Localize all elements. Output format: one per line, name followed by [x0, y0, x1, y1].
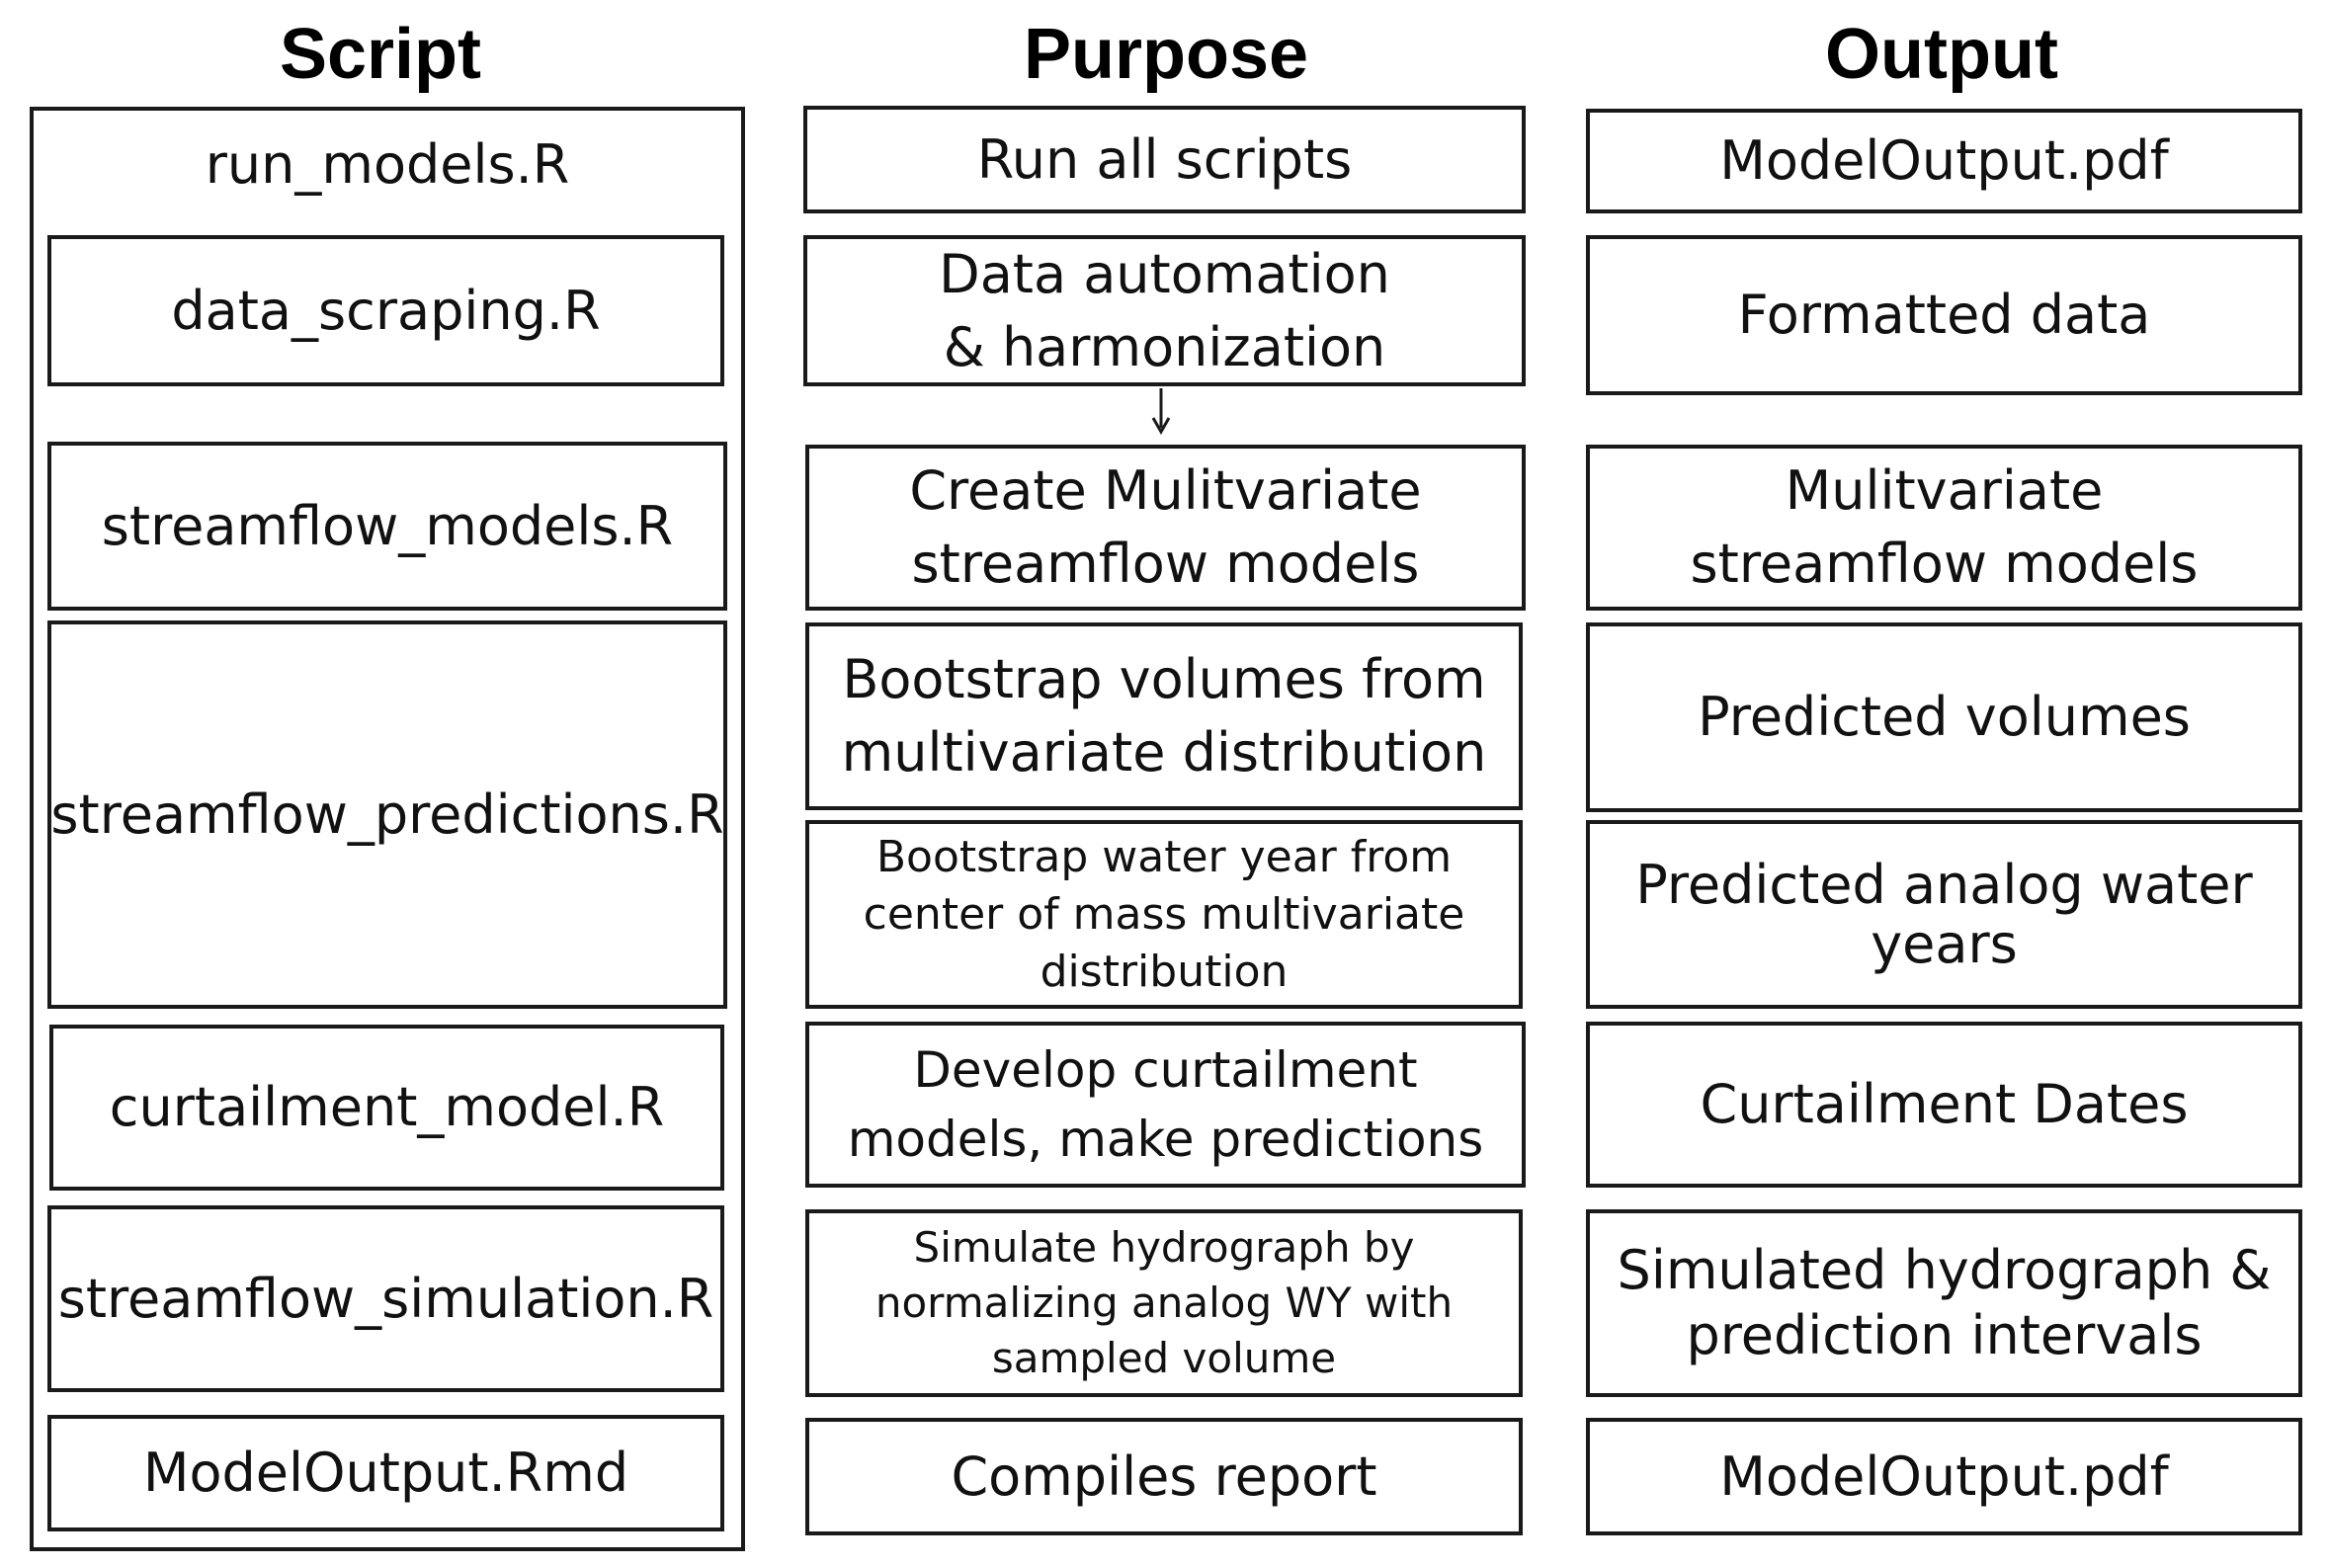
header-purpose: Purpose: [1023, 15, 1309, 94]
purpose-data-automation-label: Data automation & harmonization: [939, 242, 1390, 378]
output-formatted-data-label: Formatted data: [1737, 284, 2151, 346]
header-script: Script: [279, 15, 482, 94]
purpose-create-models: Create Mulitvariate streamflow models: [805, 445, 1526, 611]
script-streamflow-predictions-label: streamflow_predictions.R: [50, 783, 724, 846]
purpose-bootstrap-volumes-label: Bootstrap volumes from multivariate dist…: [841, 648, 1487, 784]
header-output: Output: [1825, 15, 2058, 94]
arrow-down-icon: [1151, 388, 1171, 436]
output-simulated-hydrograph: Simulated hydrograph & prediction interv…: [1586, 1209, 2302, 1397]
purpose-run-all-label: Run all scripts: [976, 127, 1353, 191]
script-data-scraping: data_scraping.R: [47, 235, 724, 386]
output-model-output-pdf-bottom: ModelOutput.pdf: [1586, 1418, 2302, 1535]
output-predicted-volumes: Predicted volumes: [1586, 622, 2302, 812]
script-model-output-rmd-label: ModelOutput.Rmd: [142, 1442, 629, 1504]
output-predicted-analog-years: Predicted analog water years: [1586, 820, 2302, 1009]
output-curtailment-dates-label: Curtailment Dates: [1700, 1073, 2189, 1135]
script-data-scraping-label: data_scraping.R: [171, 279, 601, 342]
purpose-bootstrap-volumes: Bootstrap volumes from multivariate dist…: [805, 622, 1523, 810]
purpose-create-models-label: Create Mulitvariate streamflow models: [909, 459, 1422, 595]
output-model-output-pdf-bottom-label: ModelOutput.pdf: [1719, 1444, 2169, 1508]
purpose-develop-curtailment: Develop curtailment models, make predict…: [805, 1022, 1526, 1188]
purpose-compiles-report: Compiles report: [805, 1418, 1523, 1535]
script-curtailment-model: curtailment_model.R: [49, 1025, 724, 1191]
output-multivariate-models: Mulitvariate streamflow models: [1586, 445, 2302, 611]
output-model-output-pdf-top-label: ModelOutput.pdf: [1719, 129, 2169, 192]
purpose-compiles-report-label: Compiles report: [951, 1444, 1377, 1508]
script-run-models-label: run_models.R: [205, 133, 570, 196]
purpose-develop-curtailment-label: Develop curtailment models, make predict…: [847, 1041, 1484, 1168]
output-simulated-hydrograph-label: Simulated hydrograph & prediction interv…: [1617, 1239, 2272, 1366]
output-model-output-pdf-top: ModelOutput.pdf: [1586, 109, 2302, 213]
purpose-simulate-hydrograph-label: Simulate hydrograph by normalizing analo…: [874, 1223, 1454, 1382]
purpose-bootstrap-water-year-label: Bootstrap water year from center of mass…: [863, 831, 1465, 997]
script-streamflow-simulation: streamflow_simulation.R: [47, 1205, 724, 1392]
output-curtailment-dates: Curtailment Dates: [1586, 1022, 2302, 1188]
output-multivariate-models-label: Mulitvariate streamflow models: [1690, 459, 2199, 595]
purpose-simulate-hydrograph: Simulate hydrograph by normalizing analo…: [805, 1209, 1523, 1397]
purpose-bootstrap-water-year: Bootstrap water year from center of mass…: [805, 820, 1523, 1009]
script-streamflow-simulation-label: streamflow_simulation.R: [57, 1267, 714, 1330]
output-predicted-volumes-label: Predicted volumes: [1698, 686, 2191, 748]
script-model-output-rmd: ModelOutput.Rmd: [47, 1415, 724, 1531]
script-streamflow-models-label: streamflow_models.R: [101, 494, 674, 557]
script-streamflow-predictions: streamflow_predictions.R: [47, 620, 727, 1009]
purpose-data-automation: Data automation & harmonization: [803, 235, 1526, 386]
output-formatted-data: Formatted data: [1586, 235, 2302, 395]
purpose-run-all: Run all scripts: [803, 106, 1526, 213]
output-predicted-analog-years-label: Predicted analog water years: [1635, 853, 2253, 975]
script-curtailment-model-label: curtailment_model.R: [109, 1076, 665, 1138]
script-streamflow-models: streamflow_models.R: [47, 442, 727, 611]
